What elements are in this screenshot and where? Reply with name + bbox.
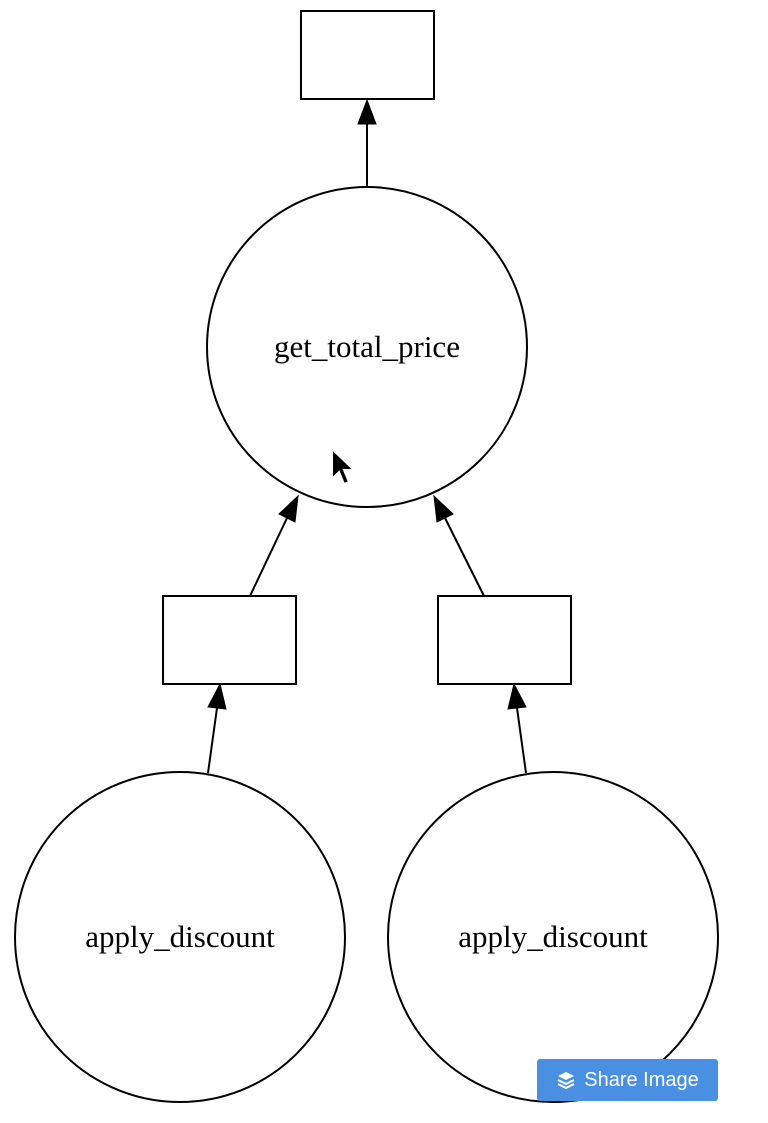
right-data-node [437,595,572,685]
apply-discount-left-label: apply_discount [85,919,275,954]
edge-get-total-price-to-output [357,98,377,188]
edge-left-data-to-get-total-price [249,494,299,597]
apply-discount-right-node: apply_discount [387,771,719,1103]
share-image-label: Share Image [584,1068,699,1091]
left-data-node [162,595,297,685]
apply-discount-left-node: apply_discount [14,771,346,1103]
edge-left-apply-discount-to-data [207,682,227,774]
output-data-node [300,10,435,100]
apply-discount-right-label: apply_discount [458,919,648,954]
share-image-button[interactable]: Share Image [537,1059,718,1101]
get-total-price-node: get_total_price [206,186,528,508]
get-total-price-label: get_total_price [274,329,460,364]
layers-icon [556,1070,576,1090]
edge-right-data-to-get-total-price [433,494,485,597]
edge-right-apply-discount-to-data [507,682,527,774]
